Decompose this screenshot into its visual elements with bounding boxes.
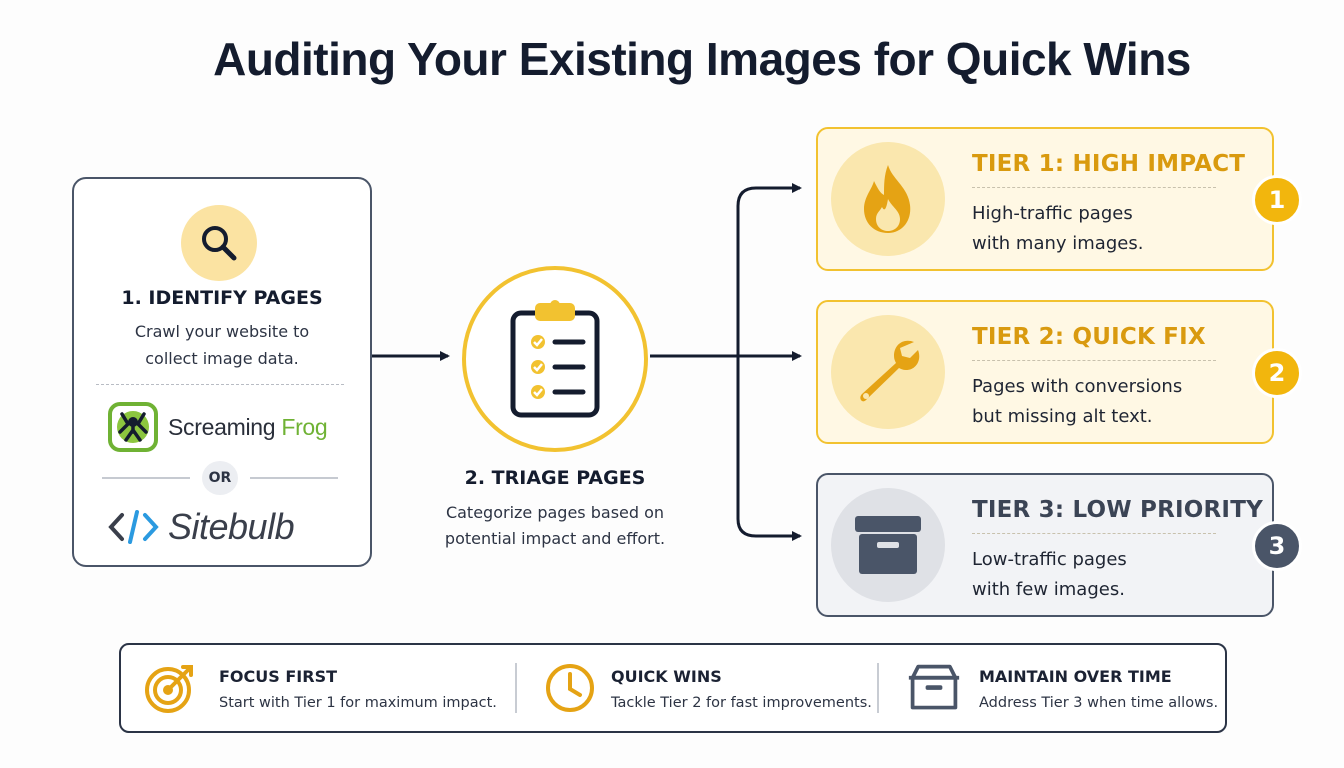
arrow-to-tier3 (736, 356, 802, 541)
triage-title: 2. TRIAGE PAGES (464, 467, 646, 489)
tier-2-description: Pages with conversions but missing alt t… (972, 376, 1183, 427)
tier-3-title: TIER 3: LOW PRIORITY (972, 497, 1263, 523)
divider (972, 360, 1216, 361)
arrow-to-tier1 (736, 183, 802, 356)
tier-1-title: TIER 1: HIGH IMPACT (972, 151, 1246, 177)
tier-2-title: TIER 2: QUICK FIX (972, 324, 1206, 350)
tier-1-card: TIER 1: HIGH IMPACT High-traffic pages w… (816, 127, 1302, 271)
footer-tips: FOCUS FIRST Start with Tier 1 for maximu… (119, 643, 1227, 733)
divider (972, 533, 1216, 534)
sitebulb-logo: Sitebulb (108, 499, 295, 555)
page-title: Auditing Your Existing Images for Quick … (213, 33, 1191, 85)
tier-3-description: Low-traffic pages with few images. (972, 549, 1127, 600)
triage-icon-circle (462, 266, 648, 452)
clipboard-checklist-icon (510, 300, 600, 418)
code-brackets-icon (108, 510, 159, 544)
footer-divider (877, 663, 879, 713)
identify-pages-card: 1. IDENTIFY PAGES Crawl your website to … (72, 177, 372, 567)
triage-description: Categorize pages based on potential impa… (444, 503, 666, 548)
footer-item-quick-wins: QUICK WINS Tackle Tier 2 for fast improv… (543, 645, 873, 731)
tier-1-badge: 1 (1252, 175, 1302, 225)
divider (96, 384, 344, 385)
tier-1-description: High-traffic pages with many images. (972, 203, 1144, 254)
identify-description: Crawl your website to collect image data… (134, 322, 310, 368)
tier-3-badge: 3 (1252, 521, 1302, 571)
identify-title: 1. IDENTIFY PAGES (121, 287, 323, 309)
divider (972, 187, 1216, 188)
footer-divider (515, 663, 517, 713)
or-separator: OR (102, 461, 338, 495)
flame-icon (831, 142, 945, 256)
tier-2-badge: 2 (1252, 348, 1302, 398)
tier-3-card: TIER 3: LOW PRIORITY Low-traffic pages w… (816, 473, 1302, 617)
screaming-frog-logo: Screaming Frog (108, 401, 338, 453)
target-icon (143, 661, 197, 715)
tier-2-card: TIER 2: QUICK FIX Pages with conversions… (816, 300, 1302, 444)
wrench-icon (831, 315, 945, 429)
footer-item-focus-first: FOCUS FIRST Start with Tier 1 for maximu… (143, 645, 503, 731)
open-box-icon (907, 661, 961, 715)
clock-icon (543, 661, 597, 715)
footer-item-maintain: MAINTAIN OVER TIME Address Tier 3 when t… (907, 645, 1218, 731)
frog-icon (108, 402, 158, 452)
search-icon (181, 205, 257, 281)
archive-box-icon (831, 488, 945, 602)
